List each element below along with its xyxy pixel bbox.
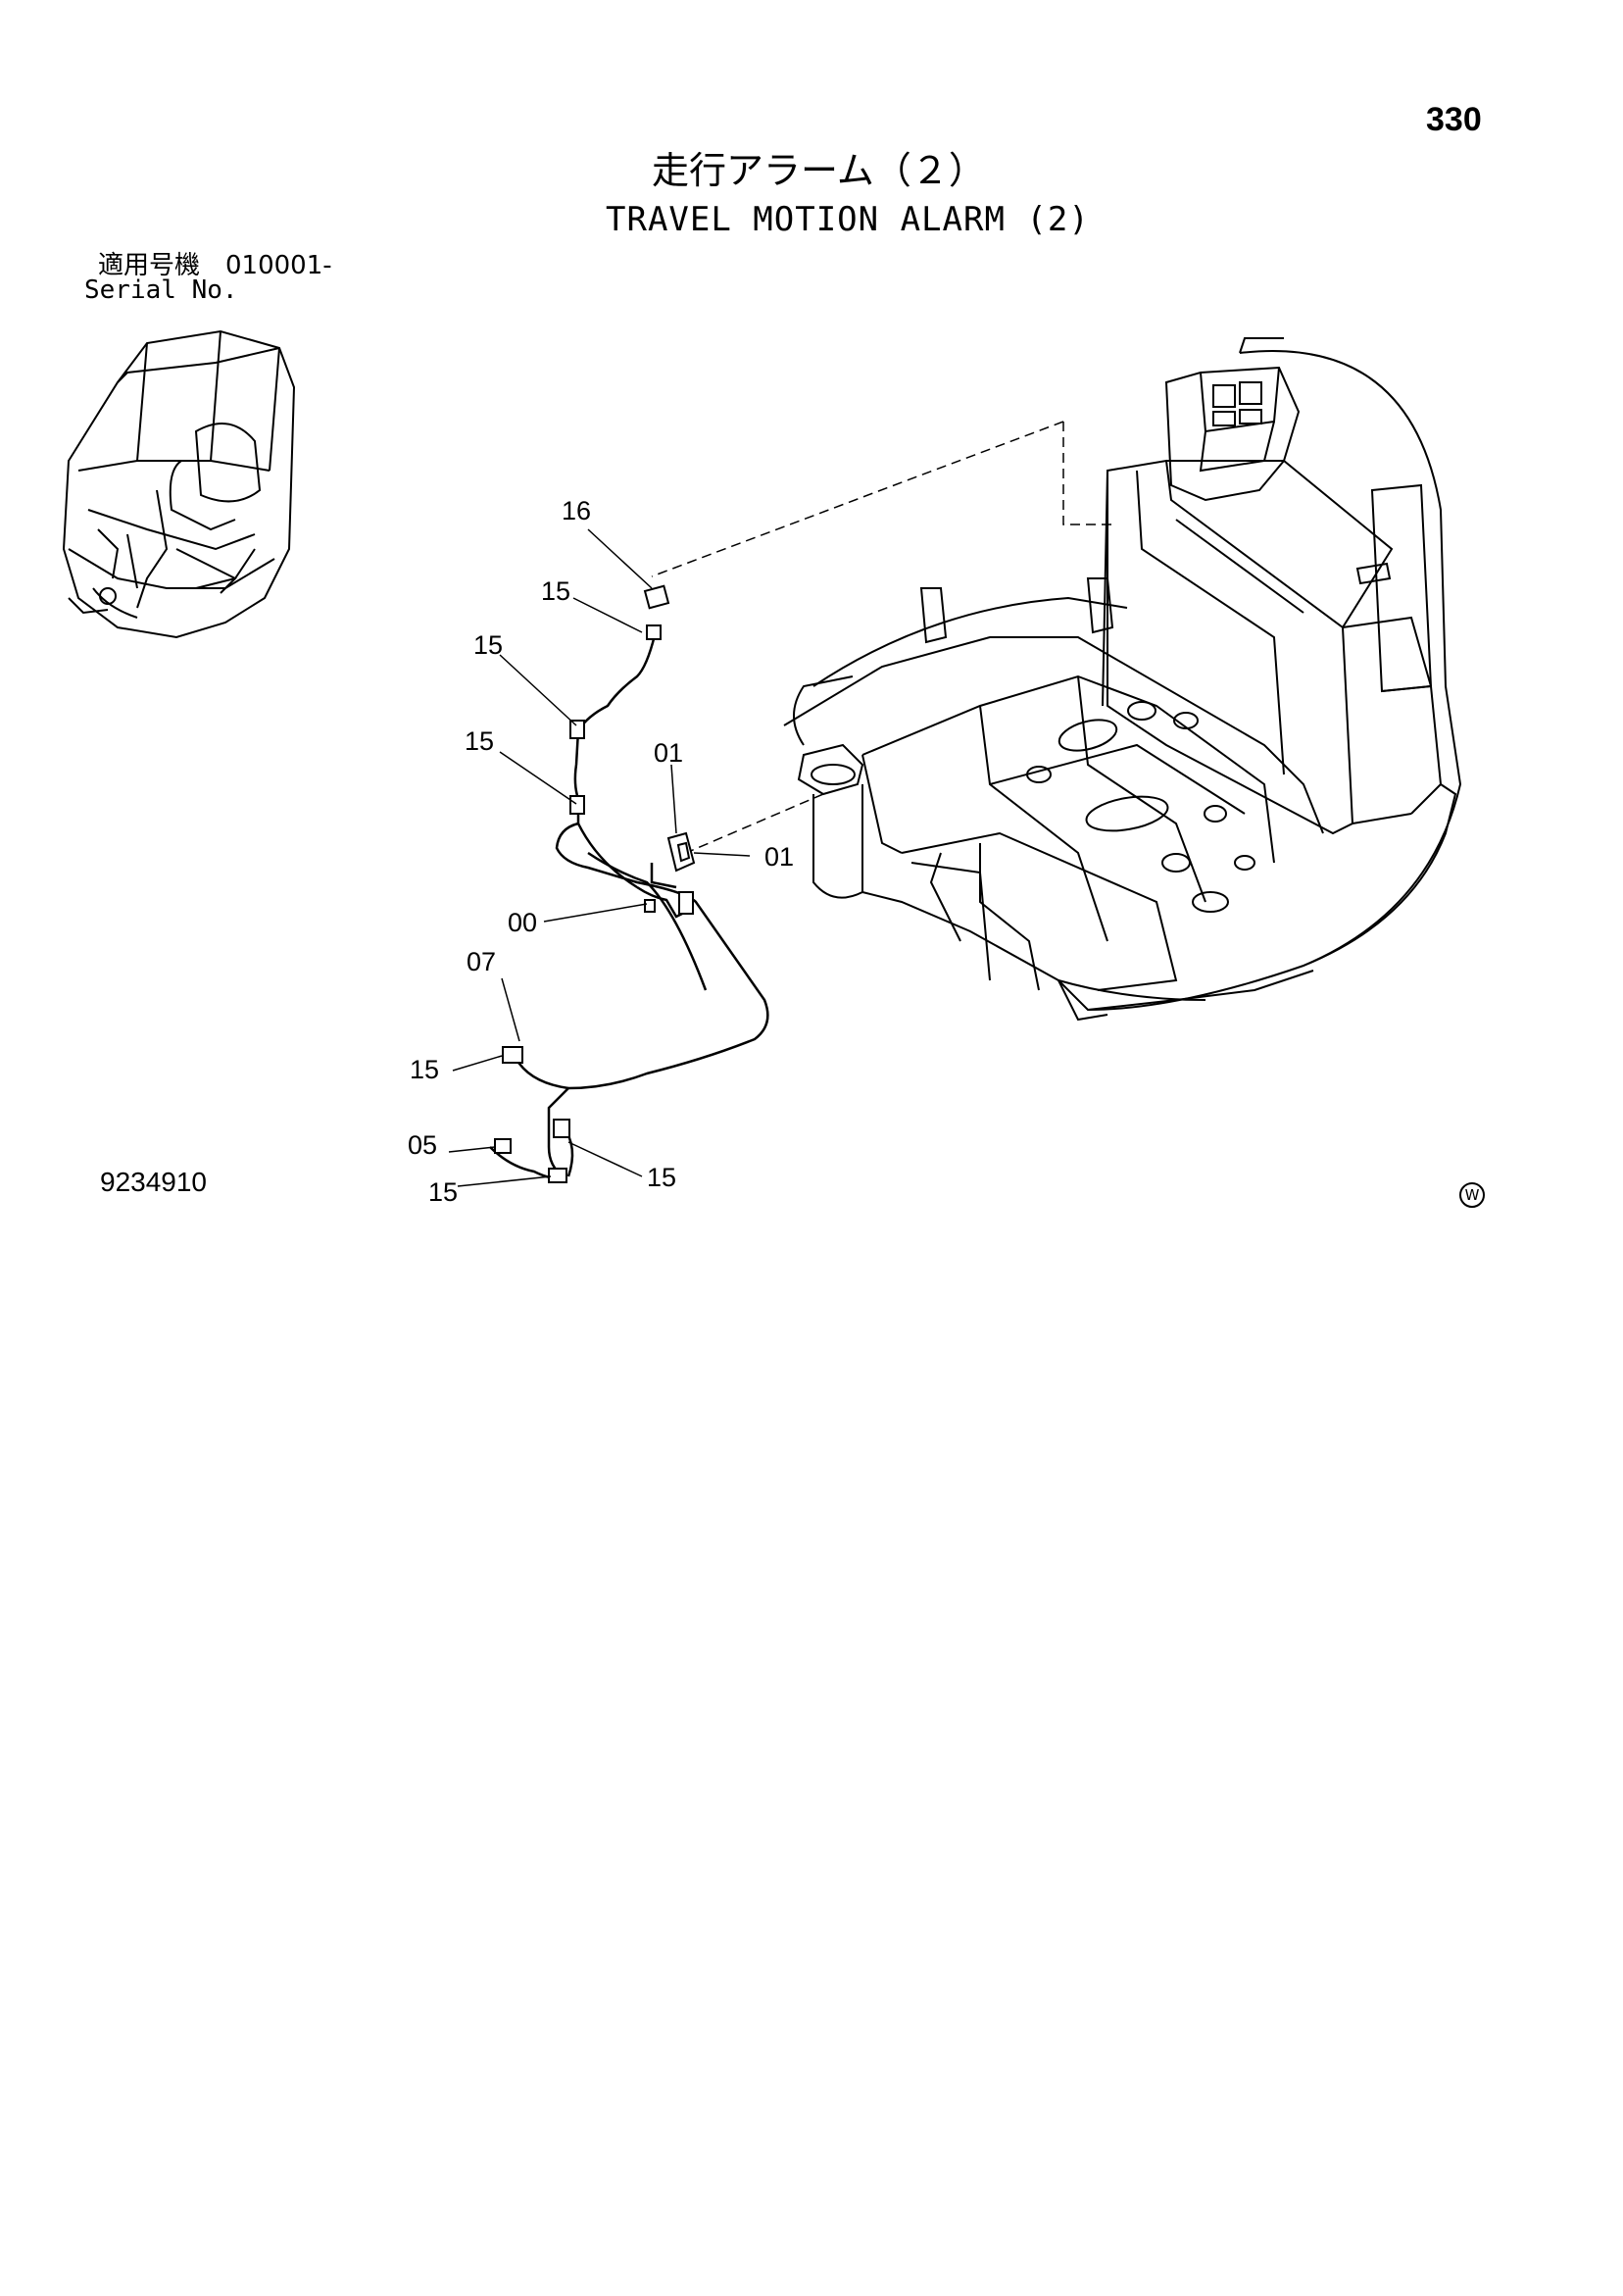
callout-15-harness-top: 15: [541, 576, 570, 606]
callout-16: 16: [562, 496, 591, 525]
leader-dashed-lines: [651, 421, 1112, 854]
cab-thumbnail-drawing: [62, 329, 296, 639]
callout-05: 05: [408, 1130, 437, 1160]
callout-15-connector-07: 15: [410, 1055, 439, 1084]
callout-15-connector-mid: 15: [465, 726, 494, 756]
machine-frame-drawing: [783, 337, 1462, 1022]
wire-harness-drawing: [489, 634, 769, 1179]
w-circle-mark: W: [1459, 1182, 1485, 1208]
serial-applicability-english: Serial No.: [84, 275, 238, 305]
page-title-english: TRAVEL MOTION ALARM (2): [606, 200, 1090, 239]
callout-00: 00: [508, 908, 537, 937]
page-title-japanese: 走行アラーム（２）: [652, 149, 986, 192]
callout-15-connector-upper: 15: [473, 630, 503, 660]
callout-leader-lines: [448, 528, 751, 1187]
page-number: 330: [1426, 101, 1482, 138]
callout-15-lower-left: 15: [428, 1177, 458, 1207]
connector-parts: [494, 584, 696, 1183]
callout-15-lower-right: 15: [647, 1163, 676, 1192]
callout-labels: 16 15 15 15 01 01 00 07 15 05 15 15: [408, 496, 794, 1207]
callout-07: 07: [467, 947, 496, 976]
serial-applicability-japanese: 適用号機 010001-: [98, 251, 332, 280]
callout-01-upper: 01: [654, 738, 683, 768]
drawing-number: 9234910: [100, 1167, 208, 1197]
callout-01-side: 01: [764, 842, 794, 872]
